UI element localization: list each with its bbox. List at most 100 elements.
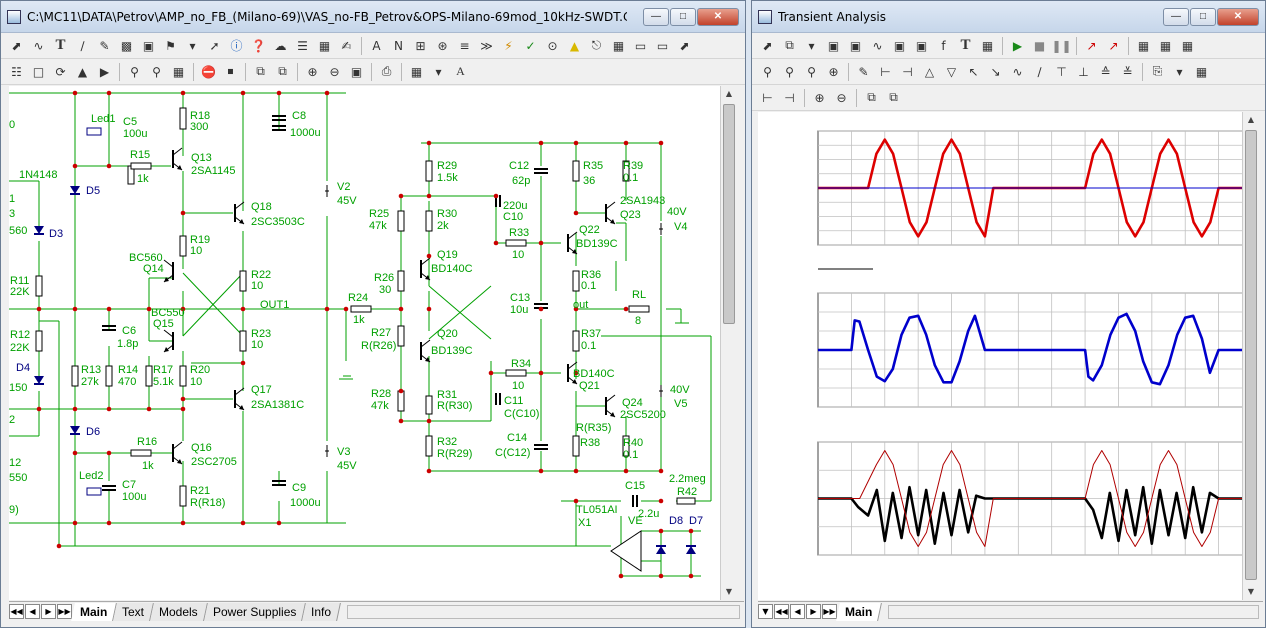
maximize-button[interactable]: □ xyxy=(670,7,696,26)
globe-icon[interactable]: ☁ xyxy=(274,38,287,53)
tab-main[interactable]: Main xyxy=(71,602,118,621)
zoom-in-icon[interactable]: ⊕ xyxy=(814,90,825,105)
analysis-titlebar[interactable]: Transient Analysis — □ ✕ xyxy=(752,1,1265,33)
scale-icon[interactable]: ▣ xyxy=(827,38,840,53)
tab-last-icon[interactable]: ▶▶ xyxy=(57,604,72,619)
font-icon[interactable]: A xyxy=(456,64,465,78)
mirror-icon[interactable]: ▶ xyxy=(99,64,110,79)
close-button[interactable]: ✕ xyxy=(1217,7,1259,26)
zoom-sel-icon[interactable]: ▦ xyxy=(172,64,185,79)
cursor-next-icon[interactable]: ⊢ xyxy=(880,64,891,79)
tab-last-icon[interactable]: ▶▶ xyxy=(822,604,837,619)
peak-cursor-icon[interactable]: △ xyxy=(924,64,935,79)
tab-info[interactable]: Info xyxy=(302,602,342,621)
paste-icon[interactable]: ⧉ xyxy=(278,64,287,78)
global-high-icon[interactable]: ⊤ xyxy=(1056,64,1067,79)
stop-icon[interactable]: ■ xyxy=(1033,38,1046,53)
zoom2-icon[interactable]: ⚲ xyxy=(785,64,794,79)
same-y-icon[interactable]: ⊣ xyxy=(784,90,795,105)
page-help-icon[interactable]: ▭ xyxy=(656,38,669,53)
zoom-out-icon[interactable]: ⊖ xyxy=(329,64,340,79)
find-icon[interactable]: ⚲ xyxy=(130,64,139,79)
inflection-icon[interactable]: ∿ xyxy=(1012,64,1023,79)
help-icon[interactable]: ❓ xyxy=(251,38,266,53)
paste-plot-icon[interactable]: ⧉ xyxy=(889,90,898,104)
tab-power-supplies[interactable]: Power Supplies xyxy=(204,602,307,621)
edit-icon[interactable]: ✍ xyxy=(341,38,352,53)
voltage-icon[interactable]: ≡ xyxy=(459,38,470,53)
text-tool-icon[interactable]: T xyxy=(55,37,66,53)
bottom-icon[interactable]: ≚ xyxy=(1122,64,1133,79)
clipboard-icon[interactable]: ⎘ xyxy=(1152,64,1163,78)
scroll-up-arrow-icon[interactable]: ▲ xyxy=(725,89,733,98)
global-low-icon[interactable]: ⊥ xyxy=(1078,64,1089,79)
high-cursor-icon[interactable]: ↖ xyxy=(968,64,979,79)
layout-icon[interactable]: ▦ xyxy=(410,64,423,79)
slope-icon[interactable]: ∕ xyxy=(1037,64,1042,79)
schematic-hscroll[interactable] xyxy=(347,604,740,619)
dropdown-icon[interactable]: ▾ xyxy=(189,38,196,53)
run-icon[interactable]: ▶ xyxy=(1012,38,1023,53)
zoom-out-icon[interactable]: ⊖ xyxy=(836,90,847,105)
scroll-down-arrow-icon[interactable]: ▼ xyxy=(725,587,733,596)
valley-cursor-icon[interactable]: ▽ xyxy=(946,64,957,79)
tab-dropdown-icon[interactable]: ▼ xyxy=(758,604,773,619)
scroll-thumb[interactable] xyxy=(1245,130,1257,580)
top-icon[interactable]: ≙ xyxy=(1100,64,1111,79)
step-icon[interactable]: ⏹ xyxy=(227,64,234,78)
zoom-in-icon[interactable]: ⊕ xyxy=(307,64,318,79)
flash-icon[interactable]: ⚡ xyxy=(504,38,513,53)
table-icon[interactable]: ▦ xyxy=(318,38,331,53)
wire-icon[interactable]: ∿ xyxy=(33,38,44,53)
close-button[interactable]: ✕ xyxy=(697,7,739,26)
copy-icon[interactable]: ⧉ xyxy=(256,64,265,78)
zoom-fit-icon[interactable]: ▣ xyxy=(350,64,363,79)
cursor-mode2-icon[interactable]: ↗ xyxy=(1108,38,1119,53)
text-tool-icon[interactable]: T xyxy=(960,37,971,53)
select-arrow-icon[interactable]: ⬈ xyxy=(762,38,773,53)
bus-icon[interactable]: ▣ xyxy=(142,38,155,53)
tab-next-icon[interactable]: ▶ xyxy=(806,604,821,619)
line-icon[interactable]: ∕ xyxy=(80,38,85,53)
grid-snap-icon[interactable]: ⊛ xyxy=(437,38,448,53)
scroll-up-arrow-icon[interactable]: ▲ xyxy=(1247,115,1255,124)
flag-icon[interactable]: ⚑ xyxy=(165,38,176,53)
find-next-icon[interactable]: ⚲ xyxy=(152,64,161,79)
node-numbers-icon[interactable]: N xyxy=(394,38,403,53)
peak-icon[interactable]: ▣ xyxy=(893,38,906,53)
copy-plot-icon[interactable]: ⧉ xyxy=(867,90,876,104)
tab-prev-icon[interactable]: ◀ xyxy=(790,604,805,619)
tab-first-icon[interactable]: ◀◀ xyxy=(774,604,789,619)
zoom3-icon[interactable]: ⚲ xyxy=(807,64,816,79)
schematic-vscroll[interactable]: ▲ ▼ xyxy=(720,86,737,600)
box-icon[interactable]: □ xyxy=(32,64,45,79)
attr-text-icon[interactable]: A xyxy=(372,38,381,53)
info-icon[interactable]: ⓘ xyxy=(230,39,243,53)
current-icon[interactable]: ≫ xyxy=(480,38,493,53)
numeric-icon[interactable]: ▦ xyxy=(1195,64,1208,79)
stop-icon[interactable]: ⛔ xyxy=(201,64,216,79)
clipboard-dropdown-icon[interactable]: ▾ xyxy=(1176,64,1183,79)
rotate-icon[interactable]: ⟳ xyxy=(55,64,66,79)
tab-text[interactable]: Text xyxy=(113,602,155,621)
tab-first-icon[interactable]: ◀◀ xyxy=(9,604,24,619)
properties-icon[interactable]: ▦ xyxy=(981,38,994,53)
align-cursors-icon[interactable]: ⊢ xyxy=(762,90,773,105)
maximize-button[interactable]: □ xyxy=(1190,7,1216,26)
formula-icon[interactable]: f xyxy=(941,38,946,53)
power-icon[interactable]: ⎋ xyxy=(591,38,602,52)
cursor-mode-icon[interactable]: ↗ xyxy=(1086,38,1097,53)
minimize-button[interactable]: — xyxy=(1163,7,1189,26)
cursor-prev-icon[interactable]: ⊣ xyxy=(902,64,913,79)
zoom-icon[interactable]: ⚲ xyxy=(763,64,772,79)
grid-icon[interactable]: ▦ xyxy=(612,38,625,53)
list-icon[interactable]: ☰ xyxy=(297,38,308,53)
plot-hscroll[interactable] xyxy=(888,604,1259,619)
pin-icon[interactable]: ⊞ xyxy=(415,38,426,53)
minimize-button[interactable]: — xyxy=(643,7,669,26)
plot-canvas[interactable] xyxy=(758,112,1253,600)
flip-icon[interactable]: ▲ xyxy=(77,64,88,79)
low-cursor-icon[interactable]: ↘ xyxy=(990,64,1001,79)
scroll-thumb[interactable] xyxy=(723,104,735,324)
